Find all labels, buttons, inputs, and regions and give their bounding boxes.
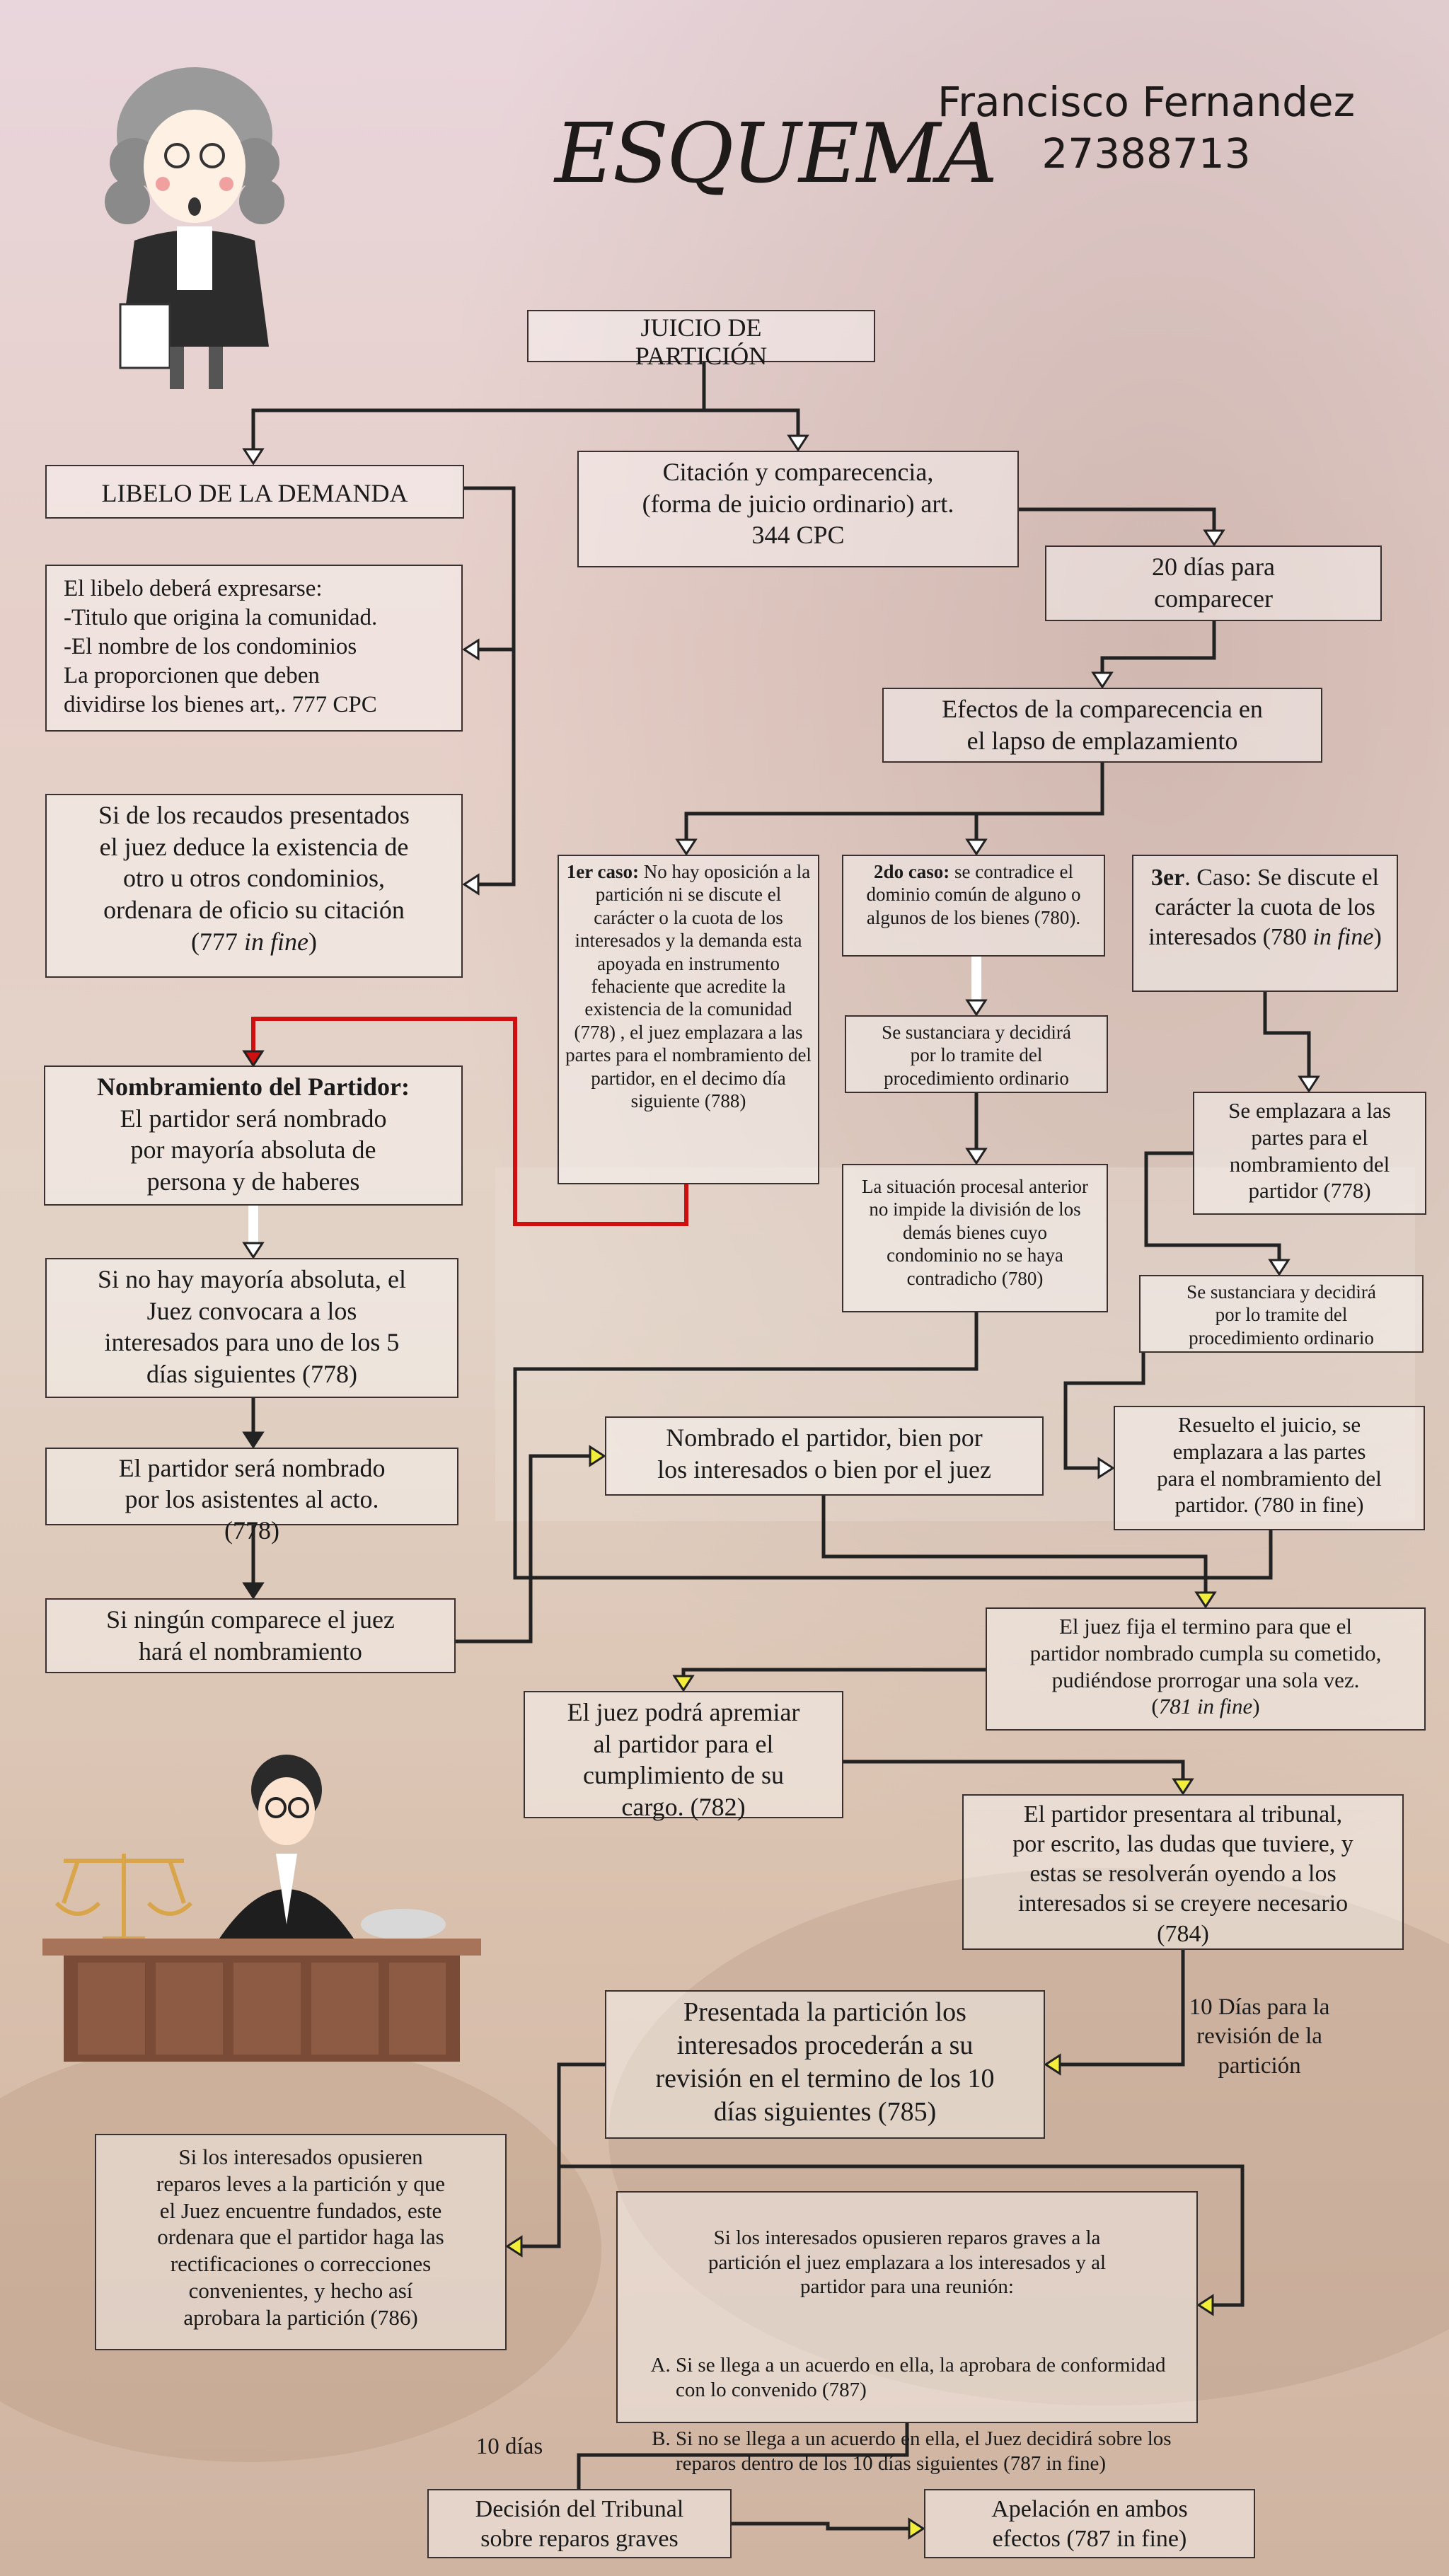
judge-wig-illustration xyxy=(78,50,311,403)
scales-icon xyxy=(57,1854,191,1939)
judge-desk-illustration xyxy=(35,1712,488,2066)
reparos-option-a: Si se llega a un acuerdo en ella, la apr… xyxy=(676,2353,1184,2403)
reparos-leves-box: Si los interesados opusieren reparos lev… xyxy=(95,2134,507,2350)
recaudos-tail: ) xyxy=(308,928,317,956)
diez-dias-revision-note: 10 Días para la revisión de la partición xyxy=(1174,1993,1344,2081)
efectos-box: Efectos de la comparecencia en el lapso … xyxy=(882,688,1322,763)
apelacion-box: Apelación en ambos efectos (787 in fine) xyxy=(924,2489,1255,2558)
author-id: 27388713 xyxy=(920,128,1373,180)
emplazara-partes-box: Se emplazara a las partes para el nombra… xyxy=(1193,1092,1426,1215)
resuelto-juicio-box: Resuelto el juicio, se emplazara a las p… xyxy=(1114,1406,1425,1530)
diez-dias-note: 10 días xyxy=(460,2432,559,2461)
recaudos-box: Si de los recaudos presentados el juez d… xyxy=(45,794,463,978)
presentada-particion-box: Presentada la partición los interesados … xyxy=(605,1990,1045,2139)
veinte-dias-box: 20 días para comparecer xyxy=(1045,545,1382,621)
nombramiento-label: Nombramiento del Partidor: xyxy=(97,1073,410,1101)
decision-tribunal-box: Decisión del Tribunal sobre reparos grav… xyxy=(427,2489,732,2558)
ningun-comparece-box: Si ningún comparece el juez hará el nomb… xyxy=(45,1598,456,1673)
nombrado-partidor-box: Nombrado el partidor, bien por los inter… xyxy=(605,1416,1044,1496)
caso3-box: 3er. Caso: Se discute el carácter la cuo… xyxy=(1132,855,1398,992)
libelo-expresarse-box: El libelo deberá expresarse: -Titulo que… xyxy=(45,565,463,732)
juez-fija-termino-box: El juez fija el termino para que el part… xyxy=(986,1607,1426,1731)
juez-fija-in-fine: 781 in fine xyxy=(1159,1694,1253,1719)
reparos-graves-intro: Si los interesados opusieren reparos gra… xyxy=(630,2226,1184,2299)
sustanciara-box-2: Se sustanciara y decidirá por lo tramite… xyxy=(1139,1275,1424,1353)
reparos-option-b: Si no se llega a un acuerdo en ella, el … xyxy=(676,2427,1184,2476)
nombramiento-text: El partidor será nombrado por mayoría ab… xyxy=(120,1104,387,1196)
caso2-label: 2do caso: xyxy=(874,861,949,882)
juez-fija-tail: ) xyxy=(1252,1694,1259,1719)
caso1-text: No hay oposición a la partición ni se di… xyxy=(565,861,812,1111)
recaudos-in-fine: in fine xyxy=(244,928,308,956)
page-title: ESQUEMA xyxy=(555,106,923,202)
situacion-text: La situación procesal anterior no impide… xyxy=(862,1176,1088,1289)
caso3-label: 3er xyxy=(1151,865,1184,891)
reparos-graves-box: Si los interesados opusieren reparos gra… xyxy=(616,2191,1198,2423)
author-block: Francisco Fernandez 27388713 xyxy=(920,76,1373,179)
caso3-tail: ) xyxy=(1373,924,1381,950)
partidor-presentara-box: El partidor presentara al tribunal, por … xyxy=(962,1794,1404,1950)
nombramiento-partidor-box: Nombramiento del Partidor: El partidor se… xyxy=(44,1065,463,1206)
caso2-box: 2do caso: se contradice el dominio común… xyxy=(842,855,1105,957)
juicio-particion-box: JUICIO DE PARTICIÓN xyxy=(527,310,875,362)
sin-mayoria-box: Si no hay mayoría absoluta, el Juez conv… xyxy=(45,1258,458,1398)
libelo-demanda-box: LIBELO DE LA DEMANDA xyxy=(45,465,464,519)
situacion-procesal-box: La situación procesal anterior no impide… xyxy=(842,1164,1108,1312)
caso3-in-fine: in fine xyxy=(1313,924,1374,950)
citacion-box: Citación y comparecencia, (forma de juic… xyxy=(577,451,1019,567)
sustanciara-box-1: Se sustanciara y decidirá por lo tramite… xyxy=(845,1015,1108,1093)
asistentes-box: El partidor será nombrado por los asiste… xyxy=(45,1448,458,1525)
caso1-label: 1er caso: xyxy=(567,861,639,882)
apremiar-partidor-box: El juez podrá apremiar al partidor para … xyxy=(524,1691,843,1818)
author-name: Francisco Fernandez xyxy=(920,76,1373,128)
reparos-graves-options: Si se llega a un acuerdo en ella, la apr… xyxy=(630,2328,1184,2501)
caso1-box: 1er caso: No hay oposición a la partició… xyxy=(558,855,819,1184)
